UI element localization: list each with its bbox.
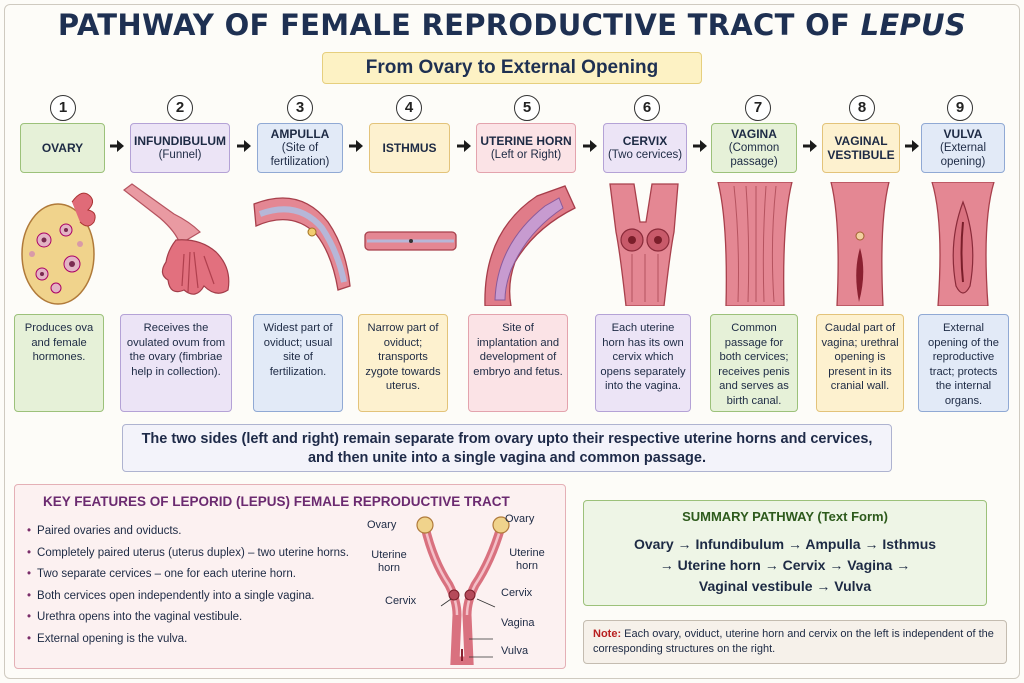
label-horn-left: Uterine horn <box>371 549 407 574</box>
stage-uterine-horn: UTERINE HORN (Left or Right) <box>476 123 576 173</box>
stage-vulva: VULVA (External opening) <box>921 123 1005 173</box>
label-vagina: Vagina <box>501 617 535 629</box>
tract-overview-illustration <box>416 516 510 665</box>
description-isthmus: Narrow part of oviduct; transports zygot… <box>358 314 448 412</box>
stage-sublabel: (Two cervices) <box>607 149 683 161</box>
page-frame <box>4 4 1020 679</box>
arrow-right-icon <box>110 140 124 152</box>
step-number-3: 3 <box>287 95 313 121</box>
key-feature-item: Urethra opens into the vaginal vestibule… <box>27 607 349 629</box>
label-cervix-left: Cervix <box>385 595 417 607</box>
description-infundibulum: Receives the ovulated ovum from the ovar… <box>120 314 232 412</box>
key-feature-item: Both cervices open independently into a … <box>27 586 349 608</box>
key-feature-item: External opening is the vulva. <box>27 629 349 651</box>
stage-label: CERVIX <box>622 134 668 148</box>
label-ovary-left: Ovary <box>367 519 397 531</box>
separation-note-line: The two sides (left and right) remain se… <box>141 431 873 447</box>
description-ampulla: Widest part of oviduct; usual site of fe… <box>253 314 343 412</box>
stage-label: INFUNDIBULUM <box>134 134 226 148</box>
key-features-list: Paired ovaries and oviducts. Completely … <box>27 521 349 650</box>
summary-title: SUMMARY PATHWAY (Text Form) <box>682 509 888 524</box>
key-features-title: KEY FEATURES OF LEPORID (LEPUS) FEMALE R… <box>43 494 510 509</box>
independence-note: Note: Each ovary, oviduct, uterine horn … <box>583 620 1007 664</box>
step-number-2: 2 <box>167 95 193 121</box>
arrow-right-icon <box>457 140 471 152</box>
separation-note: The two sides (left and right) remain se… <box>122 424 892 472</box>
separation-note-line: and then unite into a single vagina and … <box>307 450 706 466</box>
ampulla-illustration <box>253 197 351 291</box>
description-ovary: Produces ova and female hormones. <box>14 314 104 412</box>
stage-vagina: VAGINA (Common passage) <box>711 123 797 173</box>
label-ovary-right: Ovary <box>505 513 535 525</box>
step-number-7: 7 <box>745 95 771 121</box>
key-feature-item: Paired ovaries and oviducts. <box>27 521 349 543</box>
stage-sublabel: (Left or Right) <box>490 149 562 161</box>
uterine-horn-illustration <box>484 185 576 306</box>
stage-sublabel: (External opening) <box>939 142 987 168</box>
step-number-4: 4 <box>396 95 422 121</box>
stage-sublabel: (Common passage) <box>728 142 780 168</box>
cervix-illustration <box>609 183 679 306</box>
stage-label: OVARY <box>41 141 84 155</box>
description-vulva: External opening of the reproductive tra… <box>918 314 1009 412</box>
step-number-6: 6 <box>634 95 660 121</box>
description-vaginal-vestibule: Caudal part of vagina; urethral opening … <box>816 314 904 412</box>
step-number-9: 9 <box>947 95 973 121</box>
key-feature-item: Two separate cervices – one for each ute… <box>27 564 349 586</box>
stage-label: VULVA <box>943 127 983 141</box>
step-number-5: 5 <box>514 95 540 121</box>
description-cervix: Each uterine horn has its own cervix whi… <box>595 314 691 412</box>
vaginal-vestibule-illustration <box>830 182 890 306</box>
summary-line: Ovary → Infundibulum → Ampulla → Isthmus <box>633 536 937 552</box>
page-subtitle: From Ovary to External Opening <box>322 52 702 84</box>
description-vagina: Common passage for both cervices; receiv… <box>710 314 798 412</box>
summary-line: Vaginal vestibule → Vulva <box>698 578 872 594</box>
vagina-illustration <box>717 182 793 306</box>
stage-infundibulum: INFUNDIBULUM (Funnel) <box>130 123 230 173</box>
step-number-8: 8 <box>849 95 875 121</box>
stage-label: VAGINAL VESTIBULE <box>827 134 895 162</box>
arrow-right-icon <box>583 140 597 152</box>
note-label: Note: <box>593 628 622 640</box>
stage-label: UTERINE HORN <box>480 134 572 148</box>
arrow-right-icon <box>237 140 251 152</box>
page-title: PATHWAY OF FEMALE REPRODUCTIVE TRACT OF … <box>57 8 967 42</box>
label-cervix-right: Cervix <box>501 587 533 599</box>
key-feature-item: Completely paired uterus (uterus duplex)… <box>27 543 349 565</box>
stage-ampulla: AMPULLA (Site of fertilization) <box>257 123 343 173</box>
note-text: Each ovary, oviduct, uterine horn and ce… <box>593 628 994 655</box>
ovary-illustration <box>21 192 96 305</box>
stage-label: AMPULLA <box>270 127 330 141</box>
title-genus: LEPUS <box>860 8 967 42</box>
label-vulva: Vulva <box>501 645 529 657</box>
stage-isthmus: ISTHMUS <box>369 123 450 173</box>
stage-sublabel: (Site of fertilization) <box>270 142 330 168</box>
stage-label: ISTHMUS <box>382 141 437 155</box>
description-uterine-horn: Site of implantation and development of … <box>468 314 568 412</box>
stage-sublabel: (Funnel) <box>158 149 202 161</box>
arrow-right-icon <box>905 140 919 152</box>
arrow-right-icon <box>693 140 707 152</box>
stage-vaginal-vestibule: VAGINAL VESTIBULE <box>822 123 900 173</box>
stage-label: VAGINA <box>731 127 777 141</box>
infundibulum-illustration <box>123 183 230 295</box>
summary-panel: SUMMARY PATHWAY (Text Form) Ovary → Infu… <box>583 500 987 606</box>
isthmus-illustration <box>364 231 457 251</box>
stage-cervix: CERVIX (Two cervices) <box>603 123 687 173</box>
vulva-illustration <box>931 182 995 306</box>
key-features-panel: KEY FEATURES OF LEPORID (LEPUS) FEMALE R… <box>14 484 566 669</box>
arrow-right-icon <box>349 140 363 152</box>
step-number-1: 1 <box>50 95 76 121</box>
arrow-right-icon <box>803 140 817 152</box>
summary-line: → Uterine horn → Cervix → Vagina → <box>659 557 911 573</box>
stage-ovary: OVARY <box>20 123 105 173</box>
label-horn-right: Uterine horn <box>509 547 545 572</box>
